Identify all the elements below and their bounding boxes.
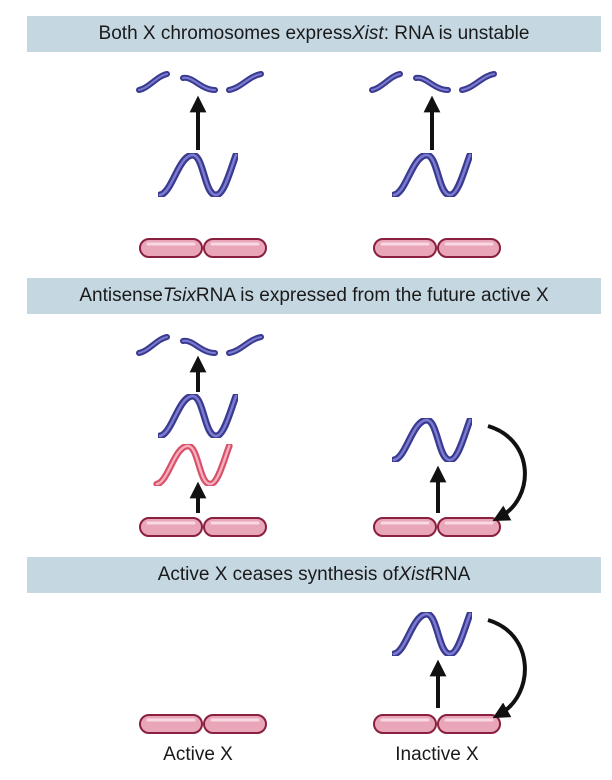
tsix-antisense-rna — [157, 446, 230, 484]
chromosome-left — [138, 237, 268, 259]
panel-2-gene: Tsix — [162, 285, 196, 306]
panel-3-prefix: Active X ceases synthesis of — [157, 564, 399, 585]
chromosome-inactive — [372, 713, 502, 735]
chromosome-left — [138, 516, 268, 538]
xist-rna-left — [160, 155, 236, 195]
panel-2-caption: Antisense Tsix RNA is expressed from the… — [27, 278, 601, 314]
panel-3-suffix: RNA — [430, 564, 471, 585]
unstable-xist-fragments-left — [139, 74, 261, 90]
chromosome-right — [372, 516, 502, 538]
coating-arrow-icon — [487, 424, 527, 522]
unstable-xist-fragments-left — [139, 337, 261, 353]
coating-arrow-icon — [487, 618, 527, 719]
chromosome-active — [138, 713, 268, 735]
chromosome-right — [372, 237, 502, 259]
panel-3-gene: Xist — [398, 564, 431, 585]
active-x-label: Active X — [163, 744, 233, 765]
xist-rna-inactive — [394, 614, 470, 654]
unstable-xist-fragments-right — [372, 74, 494, 90]
panel-2-suffix: RNA is expressed from the future active … — [195, 285, 549, 306]
panel-1-gene: Xist — [352, 23, 384, 44]
xist-rna-left — [160, 396, 236, 436]
panel-1-prefix: Both X chromosomes express — [98, 23, 352, 44]
panel-2-prefix: Antisense — [79, 285, 163, 306]
xist-rna-right — [394, 420, 470, 460]
panel-1-suffix: : RNA is unstable — [383, 23, 530, 44]
panel-3-caption: Active X ceases synthesis of Xist RNA — [27, 557, 601, 593]
xist-rna-right — [394, 155, 470, 195]
inactive-x-label: Inactive X — [395, 744, 479, 765]
panel-1-caption: Both X chromosomes express Xist: RNA is … — [27, 16, 601, 52]
